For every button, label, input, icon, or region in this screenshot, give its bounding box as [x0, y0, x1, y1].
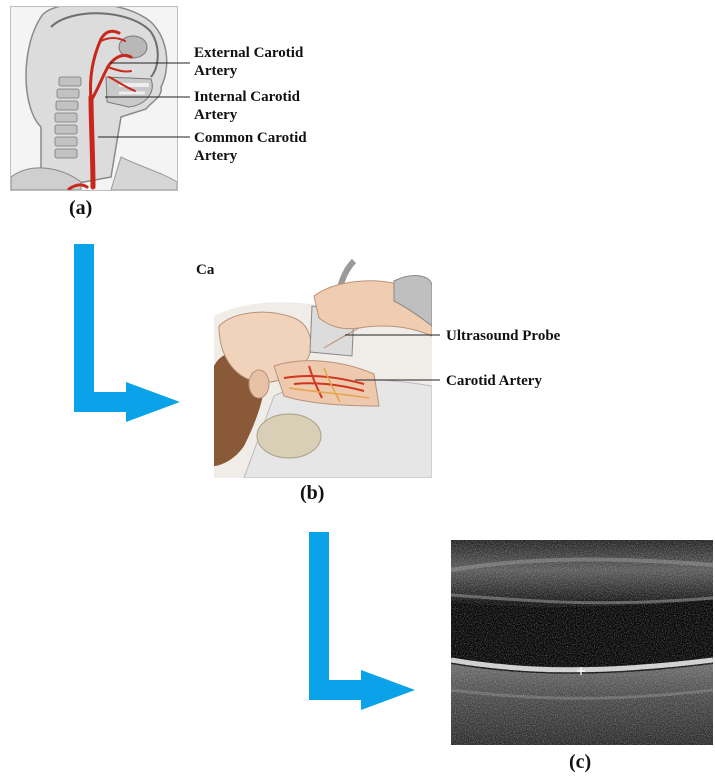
caption-c: (c) [569, 751, 591, 774]
arrow-down-right-icon [305, 530, 425, 715]
label-ultrasound-probe: Ultrasound Probe [446, 327, 560, 345]
ultrasound-image [451, 540, 713, 745]
label-carotid-artery: Carotid Artery [446, 372, 542, 390]
caption-b: (b) [300, 482, 324, 505]
